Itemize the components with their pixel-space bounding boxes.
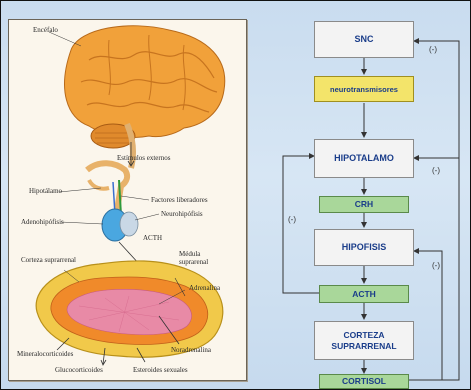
box-cortisol: CORTISOL — [319, 374, 409, 389]
box-corteza-suprarrenal: CORTEZA SUPRARRENAL — [314, 321, 414, 360]
feedback-label-left: (-) — [288, 215, 296, 224]
box-snc: SNC — [314, 21, 414, 58]
box-crh: CRH — [319, 196, 409, 213]
feedback-label-hipotalamo: (-) — [432, 166, 440, 175]
box-acth: ACTH — [319, 285, 409, 303]
box-hipotalamo: HIPOTALAMO — [314, 139, 414, 178]
feedback-label-hipofisis: (-) — [432, 261, 440, 270]
feedback-label-snc: (-) — [429, 45, 437, 54]
box-neurotransmisores: neurotransmisores — [314, 76, 414, 102]
box-hipofisis: HIPOFISIS — [314, 229, 414, 266]
